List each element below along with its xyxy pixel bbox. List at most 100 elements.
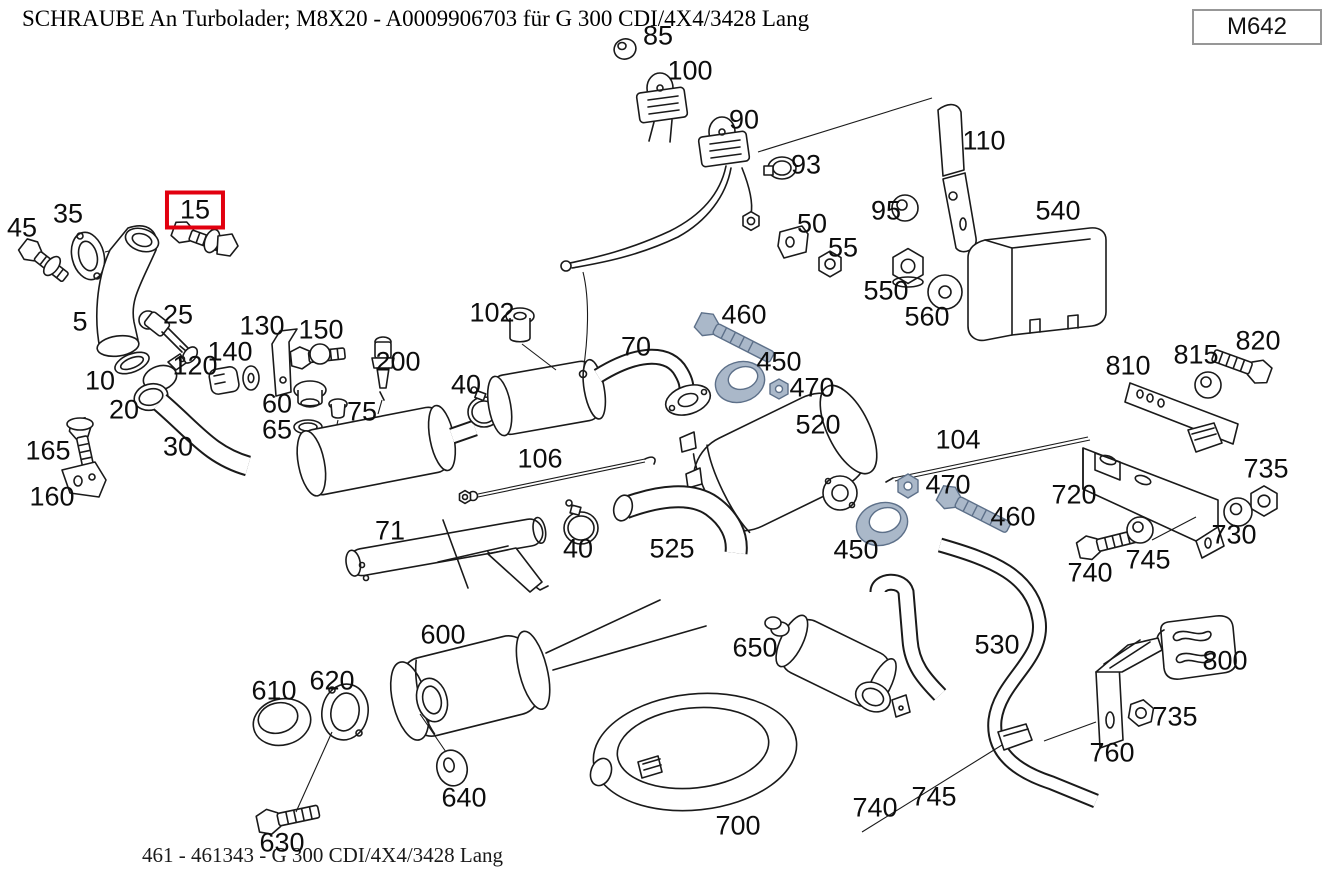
part-label-525[interactable]: 525 <box>649 533 695 564</box>
clamp-93-art <box>764 157 796 179</box>
part-label-45[interactable]: 45 <box>6 212 38 243</box>
part-label-720[interactable]: 720 <box>1051 479 1097 510</box>
mount-102-art <box>506 308 556 370</box>
bolt-15-art <box>168 217 238 259</box>
part-label-40[interactable]: 40 <box>562 533 594 564</box>
part-label-85[interactable]: 85 <box>642 20 674 51</box>
part-label-810[interactable]: 810 <box>1105 350 1151 381</box>
part-label-15[interactable]: 15 <box>164 190 226 230</box>
part-label-5[interactable]: 5 <box>72 306 88 337</box>
part-label-800[interactable]: 800 <box>1202 645 1248 676</box>
clip-50-art <box>778 226 808 258</box>
elbow-525-art <box>611 493 736 553</box>
part-label-75[interactable]: 75 <box>346 396 378 427</box>
part-label-700[interactable]: 700 <box>715 810 761 841</box>
part-label-60[interactable]: 60 <box>261 388 293 419</box>
part-label-160[interactable]: 160 <box>29 481 75 512</box>
part-label-130[interactable]: 130 <box>239 310 285 341</box>
part-label-95[interactable]: 95 <box>870 195 902 226</box>
part-label-730[interactable]: 730 <box>1211 519 1257 550</box>
part-label-50[interactable]: 50 <box>796 208 828 239</box>
part-label-200[interactable]: 200 <box>375 346 421 377</box>
rod-104-art <box>886 437 1090 482</box>
bracket-720-art <box>1083 448 1224 558</box>
part-label-820[interactable]: 820 <box>1235 325 1281 356</box>
washer-560-art <box>928 275 962 309</box>
washer-745r-art <box>1127 517 1153 543</box>
part-label-30[interactable]: 30 <box>162 431 194 462</box>
tailpipe-530-art <box>862 545 1096 832</box>
part-label-100[interactable]: 100 <box>667 55 713 86</box>
gasket-10-art <box>112 348 152 378</box>
part-label-93[interactable]: 93 <box>790 149 822 180</box>
part-label-165[interactable]: 165 <box>25 435 71 466</box>
part-label-640[interactable]: 640 <box>441 782 487 813</box>
part-label-650[interactable]: 650 <box>732 632 778 663</box>
sensor-100-art <box>636 73 688 142</box>
part-label-530[interactable]: 530 <box>974 629 1020 660</box>
bracket-130-art <box>272 329 297 396</box>
part-label-140[interactable]: 140 <box>207 336 253 367</box>
part-label-740[interactable]: 740 <box>852 792 898 823</box>
part-label-520[interactable]: 520 <box>795 409 841 440</box>
part-label-25[interactable]: 25 <box>162 299 194 330</box>
part-label-600[interactable]: 600 <box>420 619 466 650</box>
part-label-815[interactable]: 815 <box>1173 339 1219 370</box>
part-label-740[interactable]: 740 <box>1067 557 1113 588</box>
washer-815-art <box>1195 372 1221 398</box>
part-label-540[interactable]: 540 <box>1035 195 1081 226</box>
part-label-745[interactable]: 745 <box>911 781 957 812</box>
part-label-40[interactable]: 40 <box>450 369 482 400</box>
footer-caption: 461 - 461343 - G 300 CDI/4X4/3428 Lang <box>142 843 504 867</box>
part-label-450[interactable]: 450 <box>756 346 802 377</box>
sensor-200-art <box>372 337 394 414</box>
part-label-760[interactable]: 760 <box>1089 737 1135 768</box>
washer-95-art <box>892 195 918 221</box>
part-label-150[interactable]: 150 <box>298 314 344 345</box>
part-label-104[interactable]: 104 <box>935 424 981 455</box>
part-label-735[interactable]: 735 <box>1152 701 1198 732</box>
part-label-120[interactable]: 120 <box>172 350 218 381</box>
grommet-85-art <box>611 36 639 62</box>
part-label-65[interactable]: 65 <box>261 414 293 445</box>
part-label-90[interactable]: 90 <box>728 104 760 135</box>
nut-550-art <box>891 247 925 287</box>
part-label-35[interactable]: 35 <box>52 198 84 229</box>
bolt-630-art <box>254 732 332 838</box>
bolt-460a-art <box>693 309 778 368</box>
part-label-630[interactable]: 630 <box>259 827 305 858</box>
part-label-20[interactable]: 20 <box>108 394 140 425</box>
part-label-560[interactable]: 560 <box>904 301 950 332</box>
part-label-55[interactable]: 55 <box>827 232 859 263</box>
diagram-code-box[interactable]: M642 <box>1192 9 1322 45</box>
part-label-110[interactable]: 110 <box>962 125 1006 156</box>
part-label-70[interactable]: 70 <box>620 331 652 362</box>
part-label-460[interactable]: 460 <box>990 501 1036 532</box>
part-label-620[interactable]: 620 <box>309 665 355 696</box>
part-label-745[interactable]: 745 <box>1125 544 1171 575</box>
part-label-610[interactable]: 610 <box>251 675 297 706</box>
part-label-71[interactable]: 71 <box>374 515 406 546</box>
part-label-10[interactable]: 10 <box>84 365 116 396</box>
gasket-620-art <box>317 680 372 743</box>
nut-735b-art <box>1126 696 1156 730</box>
ring-450a-art <box>710 355 770 408</box>
part-label-460[interactable]: 460 <box>721 299 767 330</box>
part-label-106[interactable]: 106 <box>517 443 563 474</box>
catalytic-converter-art <box>484 357 715 438</box>
part-label-450[interactable]: 450 <box>833 534 879 565</box>
front-pipe-30-art <box>160 402 475 498</box>
part-label-550[interactable]: 550 <box>863 275 909 306</box>
washer-640-art <box>420 714 471 789</box>
ring-450b-art <box>851 496 913 552</box>
heat-shield-540-art <box>968 228 1106 341</box>
rail-810-art <box>1125 383 1238 452</box>
ring-610-art <box>248 693 315 752</box>
part-label-470[interactable]: 470 <box>789 372 835 403</box>
strap-110-art <box>938 105 976 252</box>
part-label-735[interactable]: 735 <box>1243 453 1289 484</box>
part-label-470[interactable]: 470 <box>925 469 971 500</box>
part-label-102[interactable]: 102 <box>469 297 515 328</box>
